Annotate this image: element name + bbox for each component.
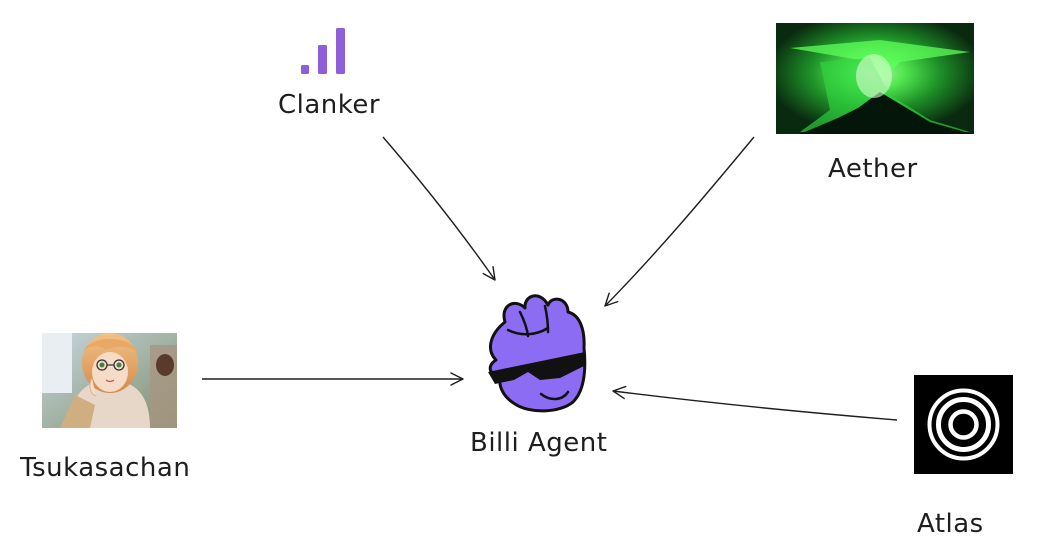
atlas-label: Atlas (917, 509, 984, 539)
edge-aether-to-billi-agent (604, 136, 755, 307)
edge-clanker-to-billi-agent (382, 136, 496, 281)
tsukasachan-label: Tsukasachan (20, 453, 191, 483)
anime-girl-portrait (42, 333, 177, 428)
edge-atlas-to-billi-agent (612, 385, 898, 421)
clanker-label: Clanker (278, 90, 381, 120)
concentric-circles-logo (914, 375, 1013, 474)
aether-label: Aether (828, 154, 918, 184)
billi-agent-label: Billi Agent (470, 428, 608, 458)
aether-logo-image (776, 23, 974, 134)
purple-hand-sunglasses-mascot (488, 294, 587, 413)
bar-chart-icon (301, 28, 345, 74)
